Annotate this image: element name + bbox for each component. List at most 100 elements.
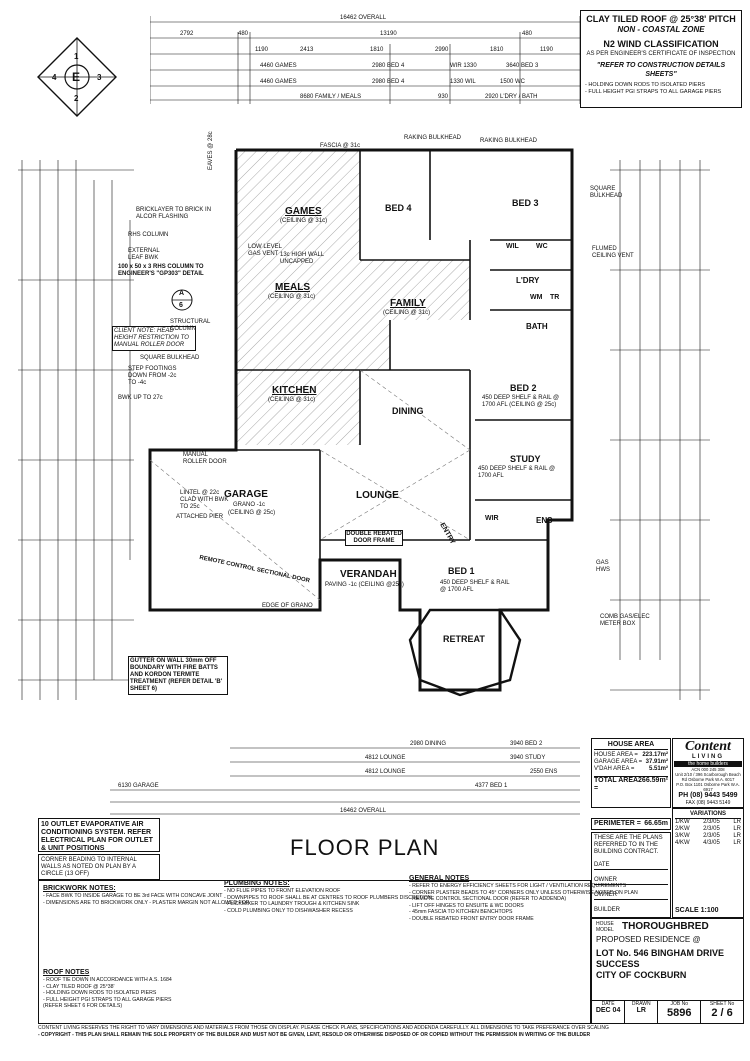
room-verandah-floor: PAVING -1c (CEILING @25c) [325,582,404,588]
compass-south: 2 [74,94,79,103]
company-acn: ACN 000 245 308 [691,767,725,772]
edge-of-grano: EDGE OF GRANO [262,603,313,609]
area-value-garage: 37.91m² [645,759,668,765]
room-dining: DINING [392,406,424,416]
top-r4-b: 2980 BED 4 [372,79,405,85]
var-4-no: 4/KW [675,840,690,846]
evap-note: 10 OUTLET EVAPORATIVE AIR CONDITIONING S… [38,818,160,852]
contract-box: THESE ARE THE PLANS REFERRED TO IN THE B… [591,832,671,918]
top-r3-a: 4460 GAMES [260,63,297,69]
structural-column: STRUCTURAL COLUMN [170,319,211,332]
general-note-2: - CORNER PLASTER BEADS TO 45° CORNERS ON… [409,889,638,896]
roof-notes-4: - FULL HEIGHT PGI STRAPS TO ALL GARAGE P… [43,996,172,1003]
raking-bulkhead-2: RAKING BULKHEAD [404,135,462,141]
city: CITY OF COCKBURN [596,970,687,980]
drawn-label: DRAWN [631,1001,651,1007]
top-r5-b: 930 [438,94,449,100]
room-wm: WM [530,294,543,301]
bottom-dim-lines [110,747,580,815]
room-bed1: BED 1 [448,566,475,576]
refer-note: "REFER TO CONSTRUCTION DETAILS SHEETS" [596,62,726,78]
top-r4-a: 4460 GAMES [260,79,297,85]
retreat-bay [408,608,522,697]
plumbing-note-2: - DOWNPIPES TO ROOF SHALL BE AT CENTRES … [224,894,432,901]
roof-notes-5: (REFER SHEET 6 FOR DETAILS) [43,1003,123,1010]
floor-plan-title: FLOOR PLAN [290,835,440,860]
top-r4-d: 1500 WC [500,79,526,85]
copyright: - COPYRIGHT - THIS PLAN SHALL REMAIN THE… [38,1032,591,1038]
corner-note: CORNER BEADING TO INTERNAL WALLS AS NOTE… [38,854,160,880]
area-value-house: 223.17m² [642,752,668,758]
drawn-value: LR [636,1007,646,1014]
sig-date: DATE [594,862,668,870]
square-bulkhead: SQUARE BULKHEAD [590,186,623,199]
area-label-vdah: V'DAH AREA = [594,766,635,772]
compass-east: 3 [97,73,102,82]
room-ens: ENS [536,516,553,525]
room-family-ceiling: (CEILING @ 31c) [383,310,431,316]
wind-sub: AS PER ENGINEER'S CERTIFICATE OF INSPECT… [586,51,736,57]
house-area-box: HOUSE AREA HOUSE AREA =223.17m² GARAGE A… [591,738,671,808]
section-marker-number: 6 [179,302,183,309]
room-bed4: BED 4 [385,203,412,213]
bottom-dimensions: 2980 DINING 3940 BED 2 4812 LOUNGE 3940 … [110,740,580,820]
top-r2-f: 1190 [540,47,553,53]
room-wir: WIR [485,515,499,522]
room-meals: MEALS [275,282,310,293]
rhs-spec: 100 x 50 x 3 RHS COLUMN TO ENGINEER'S "G… [118,264,204,277]
company-po: P.O. Box 1101 Osborne Park W.A. 6917 [676,782,740,792]
general-note-3: - REMOTE CONTROL SECTIONAL DOOR (REFER T… [409,896,567,903]
room-bath: BATH [526,322,548,331]
plumbing-note-3: - FLICKMIXER TO LAUNDRY TROUGH & KITCHEN… [224,901,360,908]
room-games: GAMES [285,206,322,217]
var-2-date: 2/3/05 [703,826,720,832]
brick-note: BRICKLAYER TO BRICK IN ALCOR FLASHING [136,207,212,220]
zone: NON - COASTAL ZONE [617,25,705,34]
job-label: JOB No [670,1001,689,1007]
compass-center: E [72,70,81,84]
manual-roller-door: MANUAL ROLLER DOOR [183,452,227,465]
dim-lounge: 4812 LOUNGE [365,755,406,761]
room-wil: WIL [506,243,519,250]
dim-bed2: 3940 BED 2 [510,741,543,747]
roof-info-box: CLAY TILED ROOF @ 25°38' PITCH NON - COA… [580,10,742,108]
title-block: HOUSE MODEL THOROUGHBRED PROPOSED RESIDE… [591,918,744,1024]
external-leaf: EXTERNAL LEAF BWK [128,248,160,261]
company-box: Content LIVING the home builders ACN 000… [672,738,744,808]
top-dimensions: 16462 OVERALL 2792 480 13190 480 1190 24… [149,14,581,106]
dim-dining: 2980 DINING [410,741,447,747]
lot-address: LOT No. 546 BINGHAM DRIVE [596,948,725,958]
general-note-5: - 45mm FASCIA TO KITCHEN BENCHTOPS [409,909,513,916]
top-r2-b: 2413 [300,47,314,53]
room-meals-ceiling: (CEILING @ 31c) [268,294,316,300]
company-fax: FAX (08) 9443 5149 [685,800,731,806]
area-label-house: HOUSE AREA = [594,752,638,758]
plumbing-note-4: - COLD PLUMBING ONLY TO DISHWASHER RECES… [224,907,353,914]
perimeter-label: PERIMETER = [594,820,641,827]
var-2-no: 2/KW [675,826,690,832]
room-study: STUDY [510,454,541,464]
brickwork-note-2: - DIMENSIONS ARE TO BRICKWORK ONLY - PLA… [43,899,250,906]
compass-west: 4 [52,73,57,82]
plumbing-note-1: - NO FLUE PIPES TO FRONT ELEVATION ROOF [224,888,341,894]
room-bed2: BED 2 [510,383,537,393]
general-note-6: - DOUBLE REBATED FRONT ENTRY DOOR FRAME [409,915,534,922]
top-r2-a: 1190 [255,47,268,53]
top-r5-a: 8680 FAMILY / MEALS [300,94,362,100]
var-3-no: 3/KW [675,833,690,839]
top-r1-d: 480 [522,31,533,37]
floor-plan-drawing [148,148,574,697]
roof-notes-title: ROOF NOTES [43,969,90,976]
contract-note: THESE ARE THE PLANS REFERRED TO IN THE B… [594,835,663,855]
dim-overall: 16462 OVERALL [340,808,387,814]
dim-garage: 6130 GARAGE [118,783,159,789]
left-dimensions [18,160,134,700]
top-r2-d: 2990 [435,47,449,53]
attached-pier: ATTACHED PIER [176,514,224,520]
top-overall: 16462 OVERALL [340,15,387,21]
dim-bed1: 4377 BED 1 [475,783,508,789]
sig-owner-1: OWNER [594,877,668,885]
raking-bulkhead-1: RAKING BULKHEAD [480,138,538,144]
brickwork-note-1: - FACE BWK TO INSIDE GARAGE TO BE 3rd FA… [43,893,223,899]
high-wall: 13c HIGH WALL UNCAPPED [280,252,324,265]
